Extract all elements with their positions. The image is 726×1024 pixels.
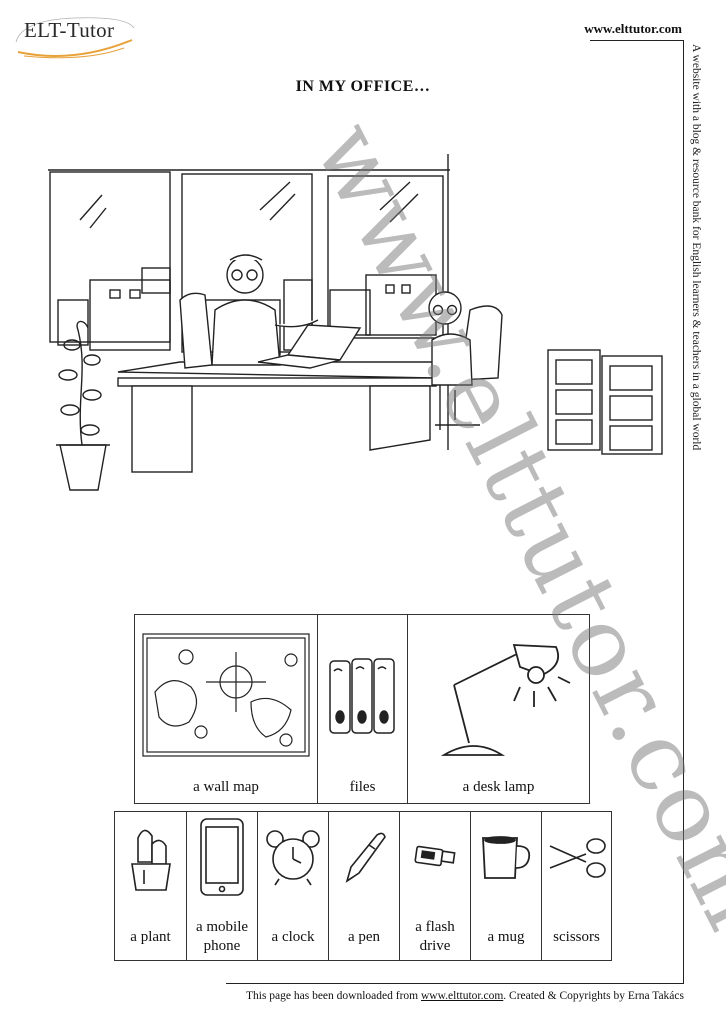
vocab-label-flash-drive: a flash drive [415, 919, 455, 954]
vocab-card-mobile-phone: a mobile phone [187, 812, 258, 960]
vocab-card-files: files [318, 615, 408, 803]
footer-credit: This page has been downloaded from www.e… [246, 990, 684, 1002]
vocab-card-flash-drive: a flash drive [400, 812, 471, 960]
vocab-label-desk-lamp: a desk lamp [462, 779, 535, 795]
scissors-icon [549, 838, 606, 878]
vocab-card-clock: a clock [258, 812, 329, 960]
desk-lamp-icon [440, 644, 570, 756]
scene-plant [56, 320, 110, 491]
vocab-label-pen: a pen [347, 929, 381, 945]
scene-desk [117, 361, 452, 473]
vocab-label-wall-map: a wall map [193, 779, 259, 795]
vocab-label-mug: a mug [487, 929, 525, 945]
footer-link[interactable]: www.elttutor.com [420, 990, 504, 1002]
flash-drive-icon [414, 845, 456, 867]
frame-right-border [683, 40, 684, 983]
vocab-card-scissors: scissors [542, 812, 611, 960]
vocab-label-plant: a plant [130, 929, 171, 945]
scene-person-colleague [428, 291, 473, 430]
vocab-label-clock: a clock [271, 929, 315, 945]
vocabulary-row-2: a plant a mobile phone a clock [114, 811, 612, 961]
logo-swoosh-icon [15, 17, 135, 59]
elt-tutor-logo[interactable]: ELT-Tutor [14, 12, 139, 60]
vocab-card-mug: a mug [471, 812, 542, 960]
wall-map-icon [142, 633, 310, 757]
page-title: IN MY OFFICE… [295, 78, 431, 95]
vocab-label-files: files [349, 779, 376, 795]
side-tagline: A website with a blog & resource bank fo… [690, 44, 702, 451]
vocab-card-wall-map: a wall map [135, 615, 318, 803]
footer-suffix: . Created & Copyrights by Erna Takács [503, 990, 684, 1002]
window-left [49, 171, 171, 343]
vocab-card-plant: a plant [115, 812, 187, 960]
pen-icon [345, 832, 386, 883]
logo-text: ELT-Tutor [24, 18, 115, 42]
plant-icon [130, 829, 171, 891]
vocab-label-scissors: scissors [553, 929, 600, 945]
clock-icon [266, 830, 320, 886]
office-scene-illustration [48, 154, 663, 491]
scene-laptop [257, 324, 362, 369]
scene-person-manager [211, 254, 319, 366]
scene-filing-cabinets [547, 349, 663, 455]
mobile-phone-icon [200, 818, 244, 896]
files-icon [328, 658, 395, 734]
frame-top-border [590, 40, 684, 41]
vocab-card-desk-lamp: a desk lamp [408, 615, 589, 803]
footer-prefix: This page has been downloaded from [245, 990, 421, 1002]
vocab-card-pen: a pen [329, 812, 400, 960]
frame-bottom-border [226, 983, 684, 984]
vocabulary-row-1: a wall map files a desk lamp [134, 614, 590, 804]
mug-icon [482, 836, 531, 879]
vocab-label-mobile-phone: a mobile phone [195, 919, 249, 954]
window-right [327, 175, 444, 339]
site-url[interactable]: www.elttutor.com [584, 21, 682, 36]
